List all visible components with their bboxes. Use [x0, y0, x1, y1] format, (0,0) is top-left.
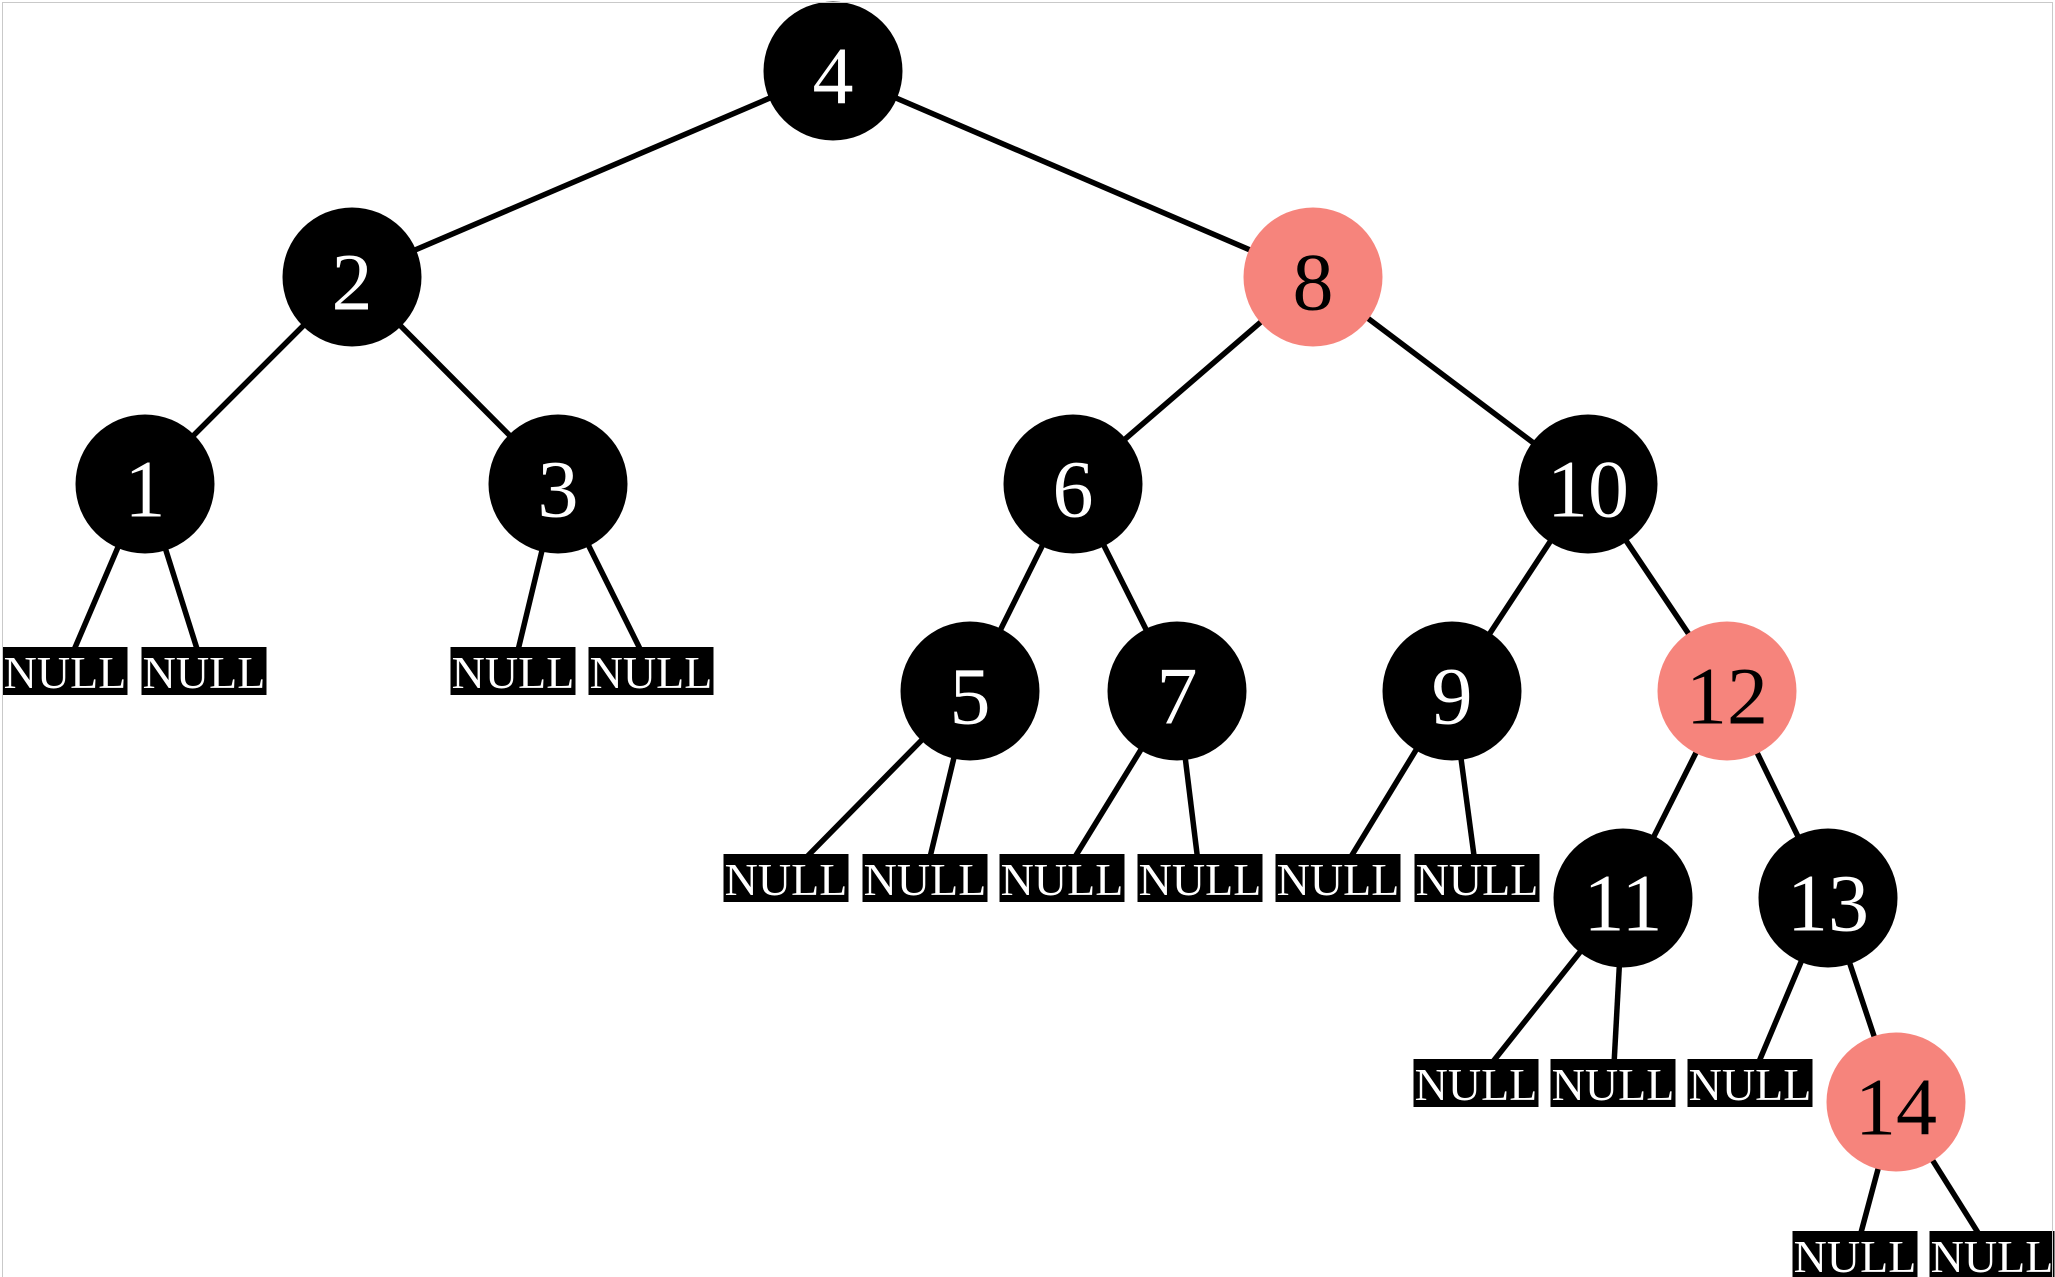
- nil-leaf-box: NULL: [1413, 1059, 1539, 1110]
- tree-node-13: 13: [1758, 828, 1898, 968]
- nil-leaf-label: NULL: [142, 647, 266, 698]
- tree-node-value: 6: [1052, 443, 1094, 534]
- nil-leaf-box: NULL: [1550, 1059, 1676, 1110]
- tree-node-3: 3: [488, 414, 628, 554]
- nil-leaf-label: NULL: [1415, 854, 1539, 905]
- tree-node-5: 5: [900, 621, 1040, 761]
- tree-node-10: 10: [1518, 414, 1658, 554]
- tree-node-2: 2: [282, 207, 422, 347]
- nil-leaf-box: NULL: [588, 647, 714, 698]
- nil-leaf-box: NULL: [999, 854, 1125, 905]
- nil-leaf-box: NULL: [450, 647, 576, 698]
- tree-node-14: 14: [1826, 1032, 1966, 1172]
- tree-node-value: 12: [1686, 650, 1768, 741]
- nil-leaf-label: NULL: [589, 647, 713, 698]
- tree-node-value: 1: [124, 443, 166, 534]
- nil-leaf-box: NULL: [862, 854, 988, 905]
- nil-leaf-label: NULL: [1000, 854, 1124, 905]
- nil-leaf-label: NULL: [1551, 1059, 1675, 1110]
- tree-node-value: 11: [1583, 857, 1663, 948]
- nil-leaf-label: NULL: [1138, 854, 1262, 905]
- tree-node-11: 11: [1553, 828, 1693, 968]
- nil-leaf-label: NULL: [3, 647, 127, 698]
- tree-node-value: 13: [1787, 857, 1869, 948]
- tree-node-1: 1: [75, 414, 215, 554]
- nil-leaf-label: NULL: [863, 854, 987, 905]
- tree-node-value: 8: [1292, 236, 1334, 327]
- tree-node-8: 8: [1243, 207, 1383, 347]
- nil-leaf-label: NULL: [451, 647, 575, 698]
- tree-node-value: 3: [537, 443, 579, 534]
- tree-node-9: 9: [1382, 621, 1522, 761]
- tree-node-value: 10: [1547, 443, 1629, 534]
- tree-node-7: 7: [1107, 621, 1247, 761]
- nil-leaf-box: NULL: [1929, 1231, 2055, 1277]
- tree-node-12: 12: [1657, 621, 1797, 761]
- tree-node-value: 7: [1156, 650, 1198, 741]
- nil-leaf-box: NULL: [1687, 1059, 1813, 1110]
- nil-leaf-label: NULL: [1793, 1231, 1917, 1277]
- nil-leaf-label: NULL: [1414, 1059, 1538, 1110]
- nil-leaf-label: NULL: [1688, 1059, 1812, 1110]
- tree-node-value: 5: [949, 650, 991, 741]
- nil-leaf-box: NULL: [723, 854, 849, 905]
- nil-leaf-box: NULL: [1275, 854, 1401, 905]
- tree-node-value: 14: [1855, 1061, 1937, 1152]
- tree-node-6: 6: [1003, 414, 1143, 554]
- nil-leaf-label: NULL: [1276, 854, 1400, 905]
- tree-node-value: 2: [331, 236, 373, 327]
- tree-edge: [831, 68, 1315, 280]
- nil-leaf-box: NULL: [141, 647, 267, 698]
- tree-node-value: 4: [812, 30, 854, 121]
- nil-leaf-box: NULL: [2, 647, 128, 698]
- nil-leaf-label: NULL: [724, 854, 848, 905]
- tree-node-value: 9: [1431, 650, 1473, 741]
- tree-node-4: 4: [763, 1, 903, 141]
- nil-leaf-box: NULL: [1414, 854, 1540, 905]
- nil-leaf-box: NULL: [1137, 854, 1263, 905]
- tree-edge: [350, 68, 835, 280]
- nil-leaf-label: NULL: [1930, 1231, 2054, 1277]
- nil-leaf-box: NULL: [1792, 1231, 1918, 1277]
